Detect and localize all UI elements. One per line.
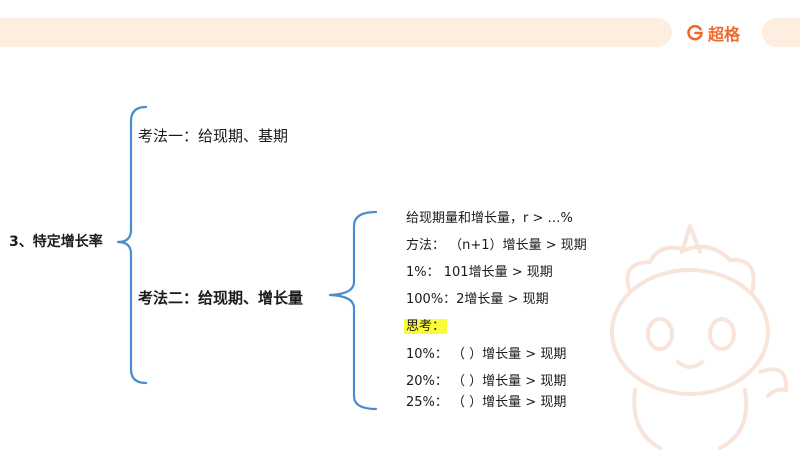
detail-line-7: 25%： （ ）增长量 > 现期 [406, 395, 567, 410]
bracket-main [116, 105, 148, 385]
unicorn-mascot-icon [610, 224, 789, 450]
bracket-method2 [328, 210, 378, 411]
detail-line-5: 10%： （ ）增长量 > 现期 [406, 347, 567, 362]
detail-line-4: 100%：2增长量 > 现期 [406, 292, 549, 307]
method-1: 考法一：给现期、基期 [138, 127, 289, 145]
detail-line-3: 1%： 101增长量 > 现期 [406, 265, 553, 280]
brand-logo: 超格 [686, 22, 740, 44]
detail-line-2: 方法： （n+1）增长量 > 现期 [406, 238, 587, 253]
method-2: 考法二：给现期、增长量 [138, 289, 304, 307]
topic-root: 3、特定增长率 [9, 234, 103, 250]
think-label: 思考： [404, 317, 448, 337]
detail-line-6: 20%： （ ）增长量 > 现期 [406, 374, 567, 389]
detail-line-1: 给现期量和增长量，r > …% [406, 211, 573, 226]
brand-g-icon [687, 24, 703, 41]
header-bar [0, 18, 672, 47]
brand-name: 超格 [708, 25, 741, 44]
think-highlight: 思考： [404, 319, 448, 334]
header-bar-right [762, 18, 800, 47]
